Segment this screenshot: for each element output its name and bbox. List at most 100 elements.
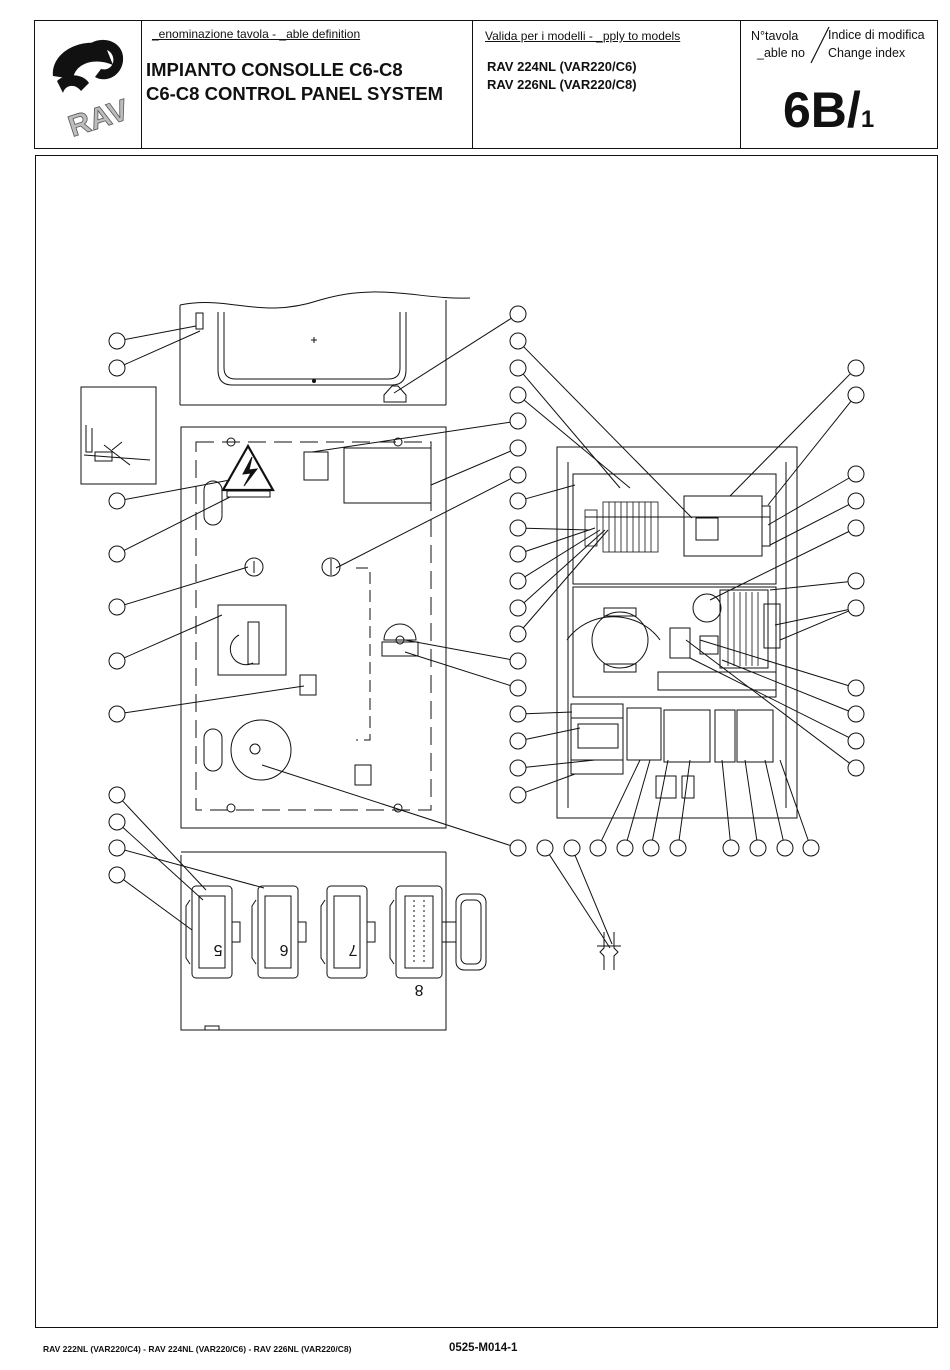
- leader-line: [678, 759, 691, 841]
- callout-balloon: [776, 839, 794, 857]
- leader-line: [261, 764, 511, 846]
- models-label: Valida per i modelli - _pply to models: [485, 29, 681, 43]
- change-index-label: Change index: [828, 46, 906, 60]
- leader-line: [311, 421, 511, 453]
- leader-line: [525, 484, 576, 500]
- callout-balloon: [509, 786, 527, 804]
- leader-line: [404, 639, 511, 660]
- open-door-panel: [179, 291, 471, 406]
- callout-balloon: [509, 332, 527, 350]
- callout-balloon: [108, 652, 126, 670]
- callout-balloon: [847, 519, 865, 537]
- change-index-value: 1: [860, 106, 875, 133]
- leader-line: [689, 657, 850, 738]
- leader-line: [779, 610, 849, 641]
- callout-balloon: [509, 386, 527, 404]
- leader-line: [124, 849, 265, 889]
- model-line: RAV 226NL (VAR220/C8): [487, 77, 637, 92]
- leader-line: [767, 400, 852, 506]
- callout-balloon: [616, 839, 634, 857]
- hinge-detail-inset: [80, 386, 157, 485]
- leader-line: [764, 759, 784, 841]
- leader-line: [523, 529, 606, 604]
- callout-balloon: [509, 439, 527, 457]
- models-cell: Valida per i modelli - _pply to models R…: [473, 21, 741, 148]
- table-no-label: _able no: [757, 46, 805, 60]
- change-index-label: Indice di modifica: [828, 28, 925, 42]
- callout-balloon: [642, 839, 660, 857]
- leader-line: [124, 614, 223, 659]
- callout-balloon: [847, 572, 865, 590]
- leader-line: [124, 325, 197, 340]
- callout-balloon: [847, 679, 865, 697]
- leader-line: [122, 800, 207, 891]
- leader-line: [652, 759, 669, 841]
- callout-balloon: [847, 599, 865, 617]
- leader-line: [774, 609, 849, 626]
- leader-line: [124, 685, 305, 714]
- footer-models: RAV 222NL (VAR220/C4) - RAV 224NL (VAR22…: [43, 1344, 352, 1354]
- connector-label: 6: [279, 941, 288, 958]
- title-block: RAV _enominazione tavola - _able definit…: [34, 20, 938, 149]
- leader-line: [124, 566, 249, 606]
- callout-balloon: [108, 705, 126, 723]
- leader-line: [124, 330, 201, 366]
- leader-line: [525, 527, 591, 531]
- title-italian: IMPIANTO CONSOLLE C6-C8: [146, 59, 403, 80]
- leader-line: [523, 399, 631, 489]
- leader-line: [685, 639, 850, 764]
- connector-8: [389, 885, 487, 979]
- callout-balloon: [108, 866, 126, 884]
- leader-line: [525, 727, 581, 740]
- callout-balloon: [509, 625, 527, 643]
- leader-line: [123, 879, 193, 931]
- leader-line: [548, 854, 611, 949]
- leader-line: [393, 317, 512, 394]
- leader-line: [122, 827, 204, 901]
- slash-divider-icon: [810, 26, 830, 64]
- leader-line: [404, 651, 511, 687]
- callout-balloon: [509, 732, 527, 750]
- index-cell: N°tavola _able no Indice di modifica Cha…: [741, 21, 939, 148]
- callout-balloon: [847, 732, 865, 750]
- callout-balloon: [563, 839, 581, 857]
- callout-balloon: [509, 545, 527, 563]
- leader-line: [626, 759, 651, 841]
- connector-6: [251, 885, 307, 979]
- rav-logo-icon: RAV: [52, 39, 133, 144]
- leader-line: [523, 346, 693, 519]
- callout-balloon: [722, 839, 740, 857]
- leader-line: [123, 496, 231, 551]
- callout-balloon: [108, 598, 126, 616]
- title-english: C6-C8 CONTROL PANEL SYSTEM: [146, 83, 444, 104]
- callout-balloon: [509, 759, 527, 777]
- callout-balloon: [847, 386, 865, 404]
- connector-label: 8: [414, 981, 423, 998]
- callout-balloon: [509, 572, 527, 590]
- leader-line: [335, 478, 512, 569]
- callout-balloon: [669, 839, 687, 857]
- main-door-panel: [180, 426, 447, 829]
- connector-label: 5: [213, 941, 222, 958]
- callout-balloon: [536, 839, 554, 857]
- leader-line: [525, 711, 573, 715]
- callout-balloon: [509, 839, 527, 857]
- logo-cell: RAV: [35, 21, 142, 148]
- callout-balloon: [108, 545, 126, 563]
- leader-line: [699, 639, 849, 687]
- connector-panel: [180, 851, 487, 1031]
- definition-label: _enominazione tavola - _able definition: [152, 27, 361, 41]
- leader-line: [709, 531, 850, 601]
- leader-line: [729, 373, 851, 497]
- footer-code: 0525-M014-1: [449, 1342, 518, 1354]
- leader-line: [574, 855, 613, 945]
- callout-balloon: [509, 705, 527, 723]
- connector-label: 7: [348, 941, 357, 958]
- callout-balloon: [108, 786, 126, 804]
- leader-line: [525, 773, 576, 793]
- callout-balloon: [509, 599, 527, 617]
- callout-balloon: [509, 652, 527, 670]
- leader-line: [522, 529, 609, 629]
- leader-line: [124, 479, 231, 500]
